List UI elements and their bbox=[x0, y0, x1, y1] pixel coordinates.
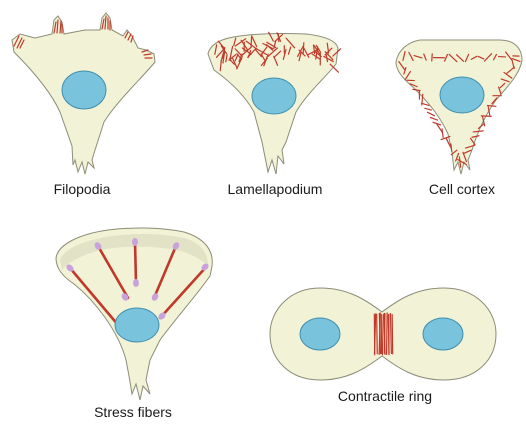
actin-filament bbox=[428, 112, 435, 115]
actin-filament bbox=[451, 144, 452, 151]
actin-filament bbox=[442, 129, 443, 138]
lamellapodium-cell bbox=[208, 32, 341, 174]
actin-filament bbox=[251, 37, 252, 47]
contractile-ring-nucleus-right bbox=[423, 318, 463, 350]
lamellapodium-nucleus bbox=[252, 78, 296, 114]
actin-filament bbox=[278, 34, 279, 42]
actin-filament bbox=[382, 315, 383, 355]
actin-filament bbox=[377, 314, 378, 353]
actin-filament bbox=[303, 43, 304, 54]
contractile-ring-cell bbox=[270, 288, 496, 380]
filopodia-nucleus bbox=[62, 71, 106, 109]
label-lamellapodium: Lamellapodium bbox=[228, 181, 323, 197]
label-stress-fibers: Stress fibers bbox=[94, 404, 172, 420]
actin-filament bbox=[437, 124, 443, 132]
label-cell-cortex: Cell cortex bbox=[429, 181, 495, 197]
actin-filament bbox=[425, 108, 431, 110]
label-filopodia: Filopodia bbox=[54, 181, 111, 197]
contractile-ring-nucleus-left bbox=[300, 318, 340, 350]
actin-filament bbox=[387, 313, 388, 354]
actin-filament bbox=[487, 106, 495, 107]
stress-fibers-nucleus bbox=[115, 308, 159, 342]
stress-fibers-cell bbox=[56, 228, 212, 400]
filopodia-cell bbox=[12, 13, 155, 174]
actin-filament bbox=[384, 313, 385, 353]
actin-filament bbox=[392, 314, 393, 353]
label-contractile-ring: Contractile ring bbox=[338, 388, 432, 404]
actin-filament bbox=[430, 117, 437, 120]
cell-cortex-cell bbox=[396, 40, 522, 174]
cell-cortex-nucleus bbox=[440, 77, 484, 113]
